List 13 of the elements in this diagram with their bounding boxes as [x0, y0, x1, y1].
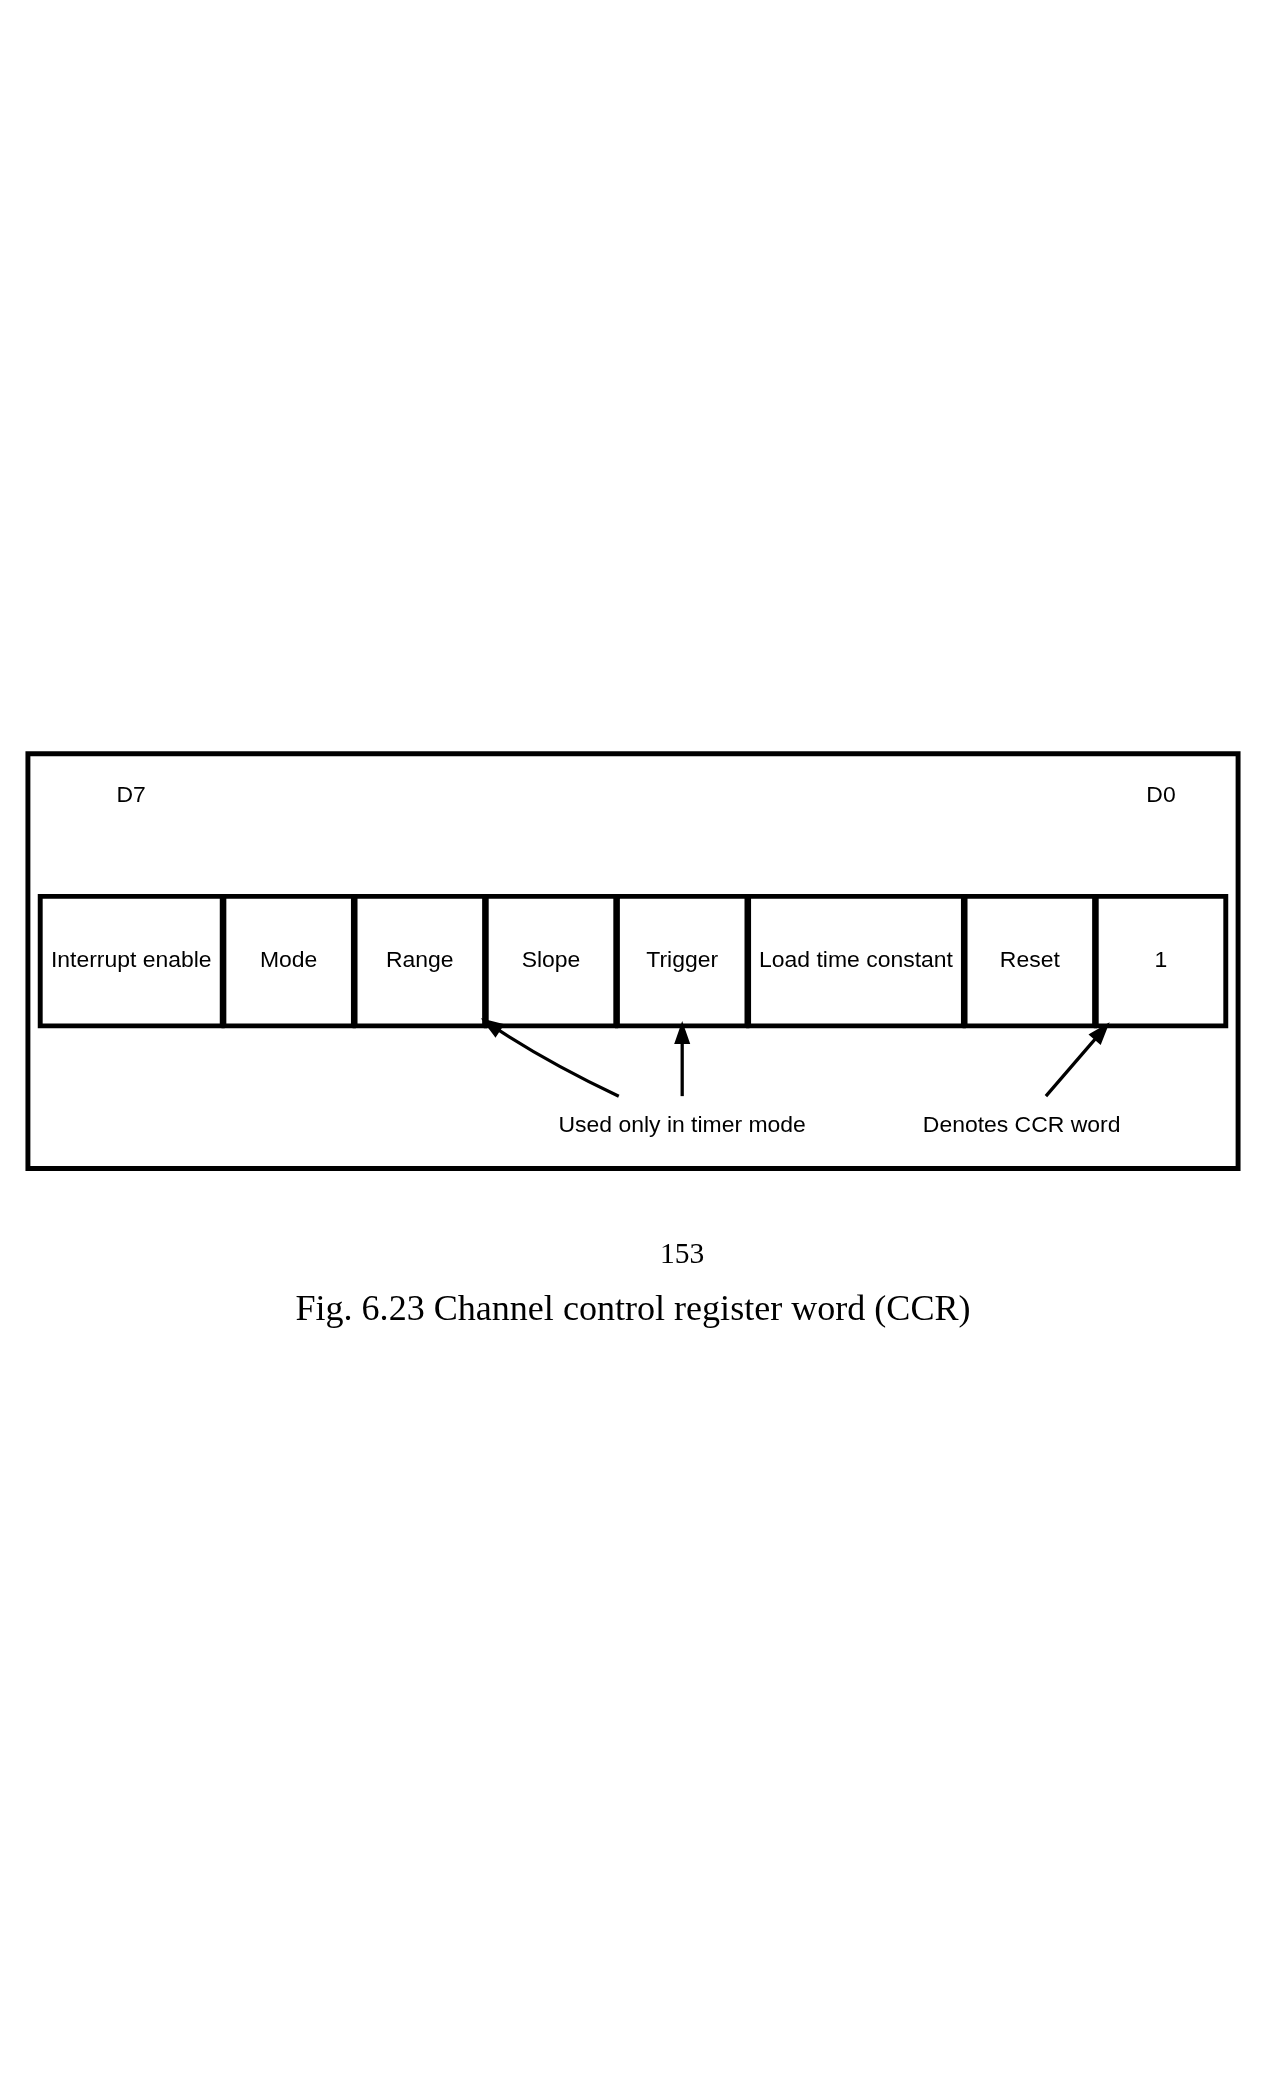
node-box: Mode	[221, 893, 356, 1029]
arrow	[480, 1018, 620, 1098]
label: D7	[116, 781, 146, 808]
cluster	[25, 751, 1241, 1171]
arrow	[1044, 1022, 1110, 1098]
label: 153	[660, 1236, 705, 1269]
node-box: Load time constant	[746, 893, 966, 1029]
node-box: 1	[1093, 893, 1229, 1029]
label: D0	[1146, 781, 1176, 808]
node-text: Denotes CCR word	[922, 1110, 1121, 1137]
node-text: Used only in timer mode	[558, 1110, 806, 1137]
caption: Fig. 6.23 Channel control register word (CCR)	[295, 1288, 971, 1329]
arrow	[674, 1021, 691, 1097]
